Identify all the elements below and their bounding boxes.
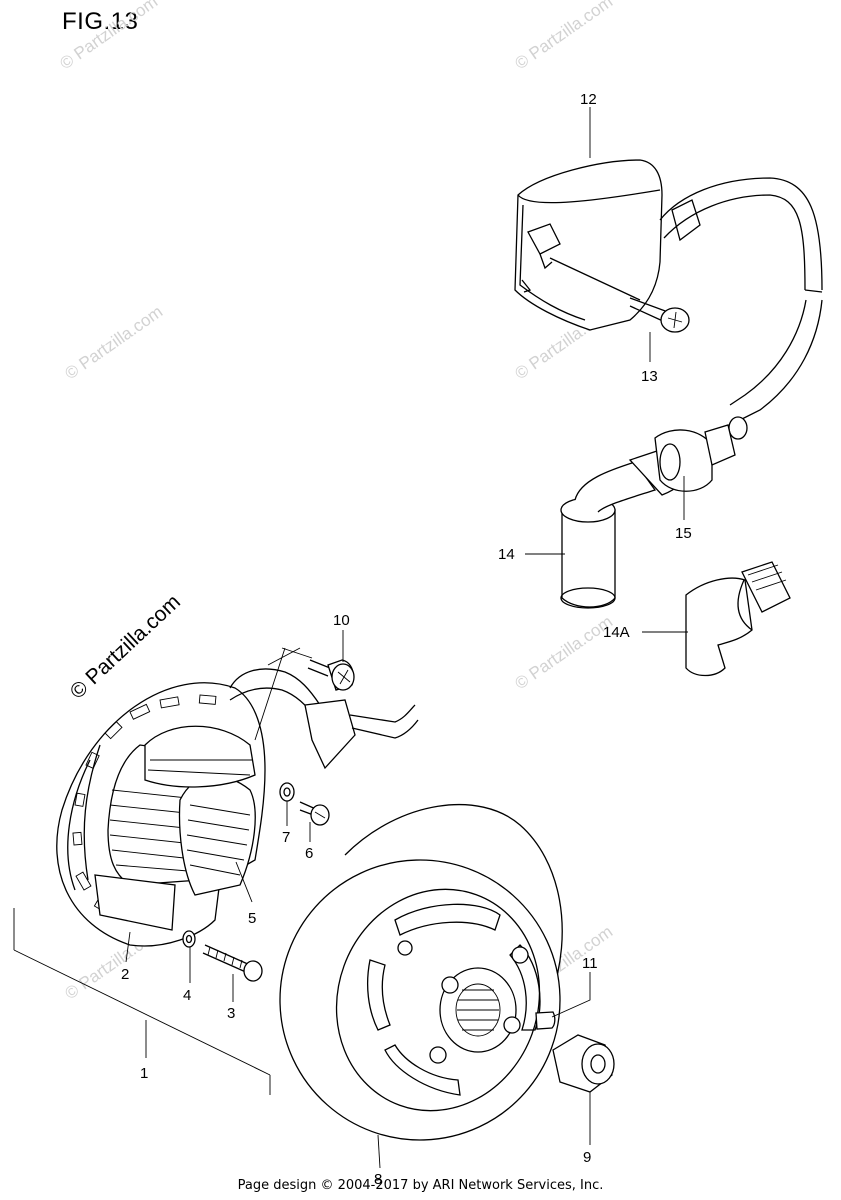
screw-3 [202,944,263,982]
ignition-coil [514,159,823,440]
callout-14a: 14A [603,624,630,641]
screw-13 [549,257,690,333]
callout-4: 4 [183,987,191,1004]
watermark: © Partzilla.com [511,0,616,73]
flywheel-rotor [279,803,563,1141]
leader-lines [13,107,688,1169]
callout-10: 10 [333,612,350,629]
figure-title: FIG.13 [62,8,139,35]
callout-labels: 12 13 15 14 14A 10 7 6 5 2 4 3 11 1 9 8 [121,91,692,1188]
woodruff-key [535,1011,556,1030]
callout-12: 12 [580,91,597,108]
callout-14: 14 [498,546,515,563]
spark-plug-cap-alt [685,561,791,677]
watermark-large: © Partzilla.com [66,590,185,703]
callout-8: 8 [374,1171,382,1188]
callout-11: 11 [582,955,598,972]
washer-7 [279,782,295,802]
screw-6 [299,801,330,826]
callout-9: 9 [583,1149,591,1166]
watermark: © Partzilla.com [61,302,166,383]
callout-3: 3 [227,1005,235,1022]
screw-10 [307,659,355,691]
page-footer: Page design © 2004-2017 by ARI Network S… [237,1178,604,1193]
callout-6: 6 [305,845,313,862]
watermark: © Partzilla.com [56,0,161,73]
watermark: © Partzilla.com [511,612,616,693]
washer-4 [182,930,196,948]
stator-assembly [56,647,419,947]
spark-plug-cap [560,424,736,609]
callout-2: 2 [121,966,129,983]
callout-7: 7 [282,829,290,846]
callout-5: 5 [248,910,256,927]
callout-15: 15 [675,525,692,542]
callout-1: 1 [140,1065,148,1082]
rotor-nut [552,1034,615,1093]
callout-13: 13 [641,368,658,385]
